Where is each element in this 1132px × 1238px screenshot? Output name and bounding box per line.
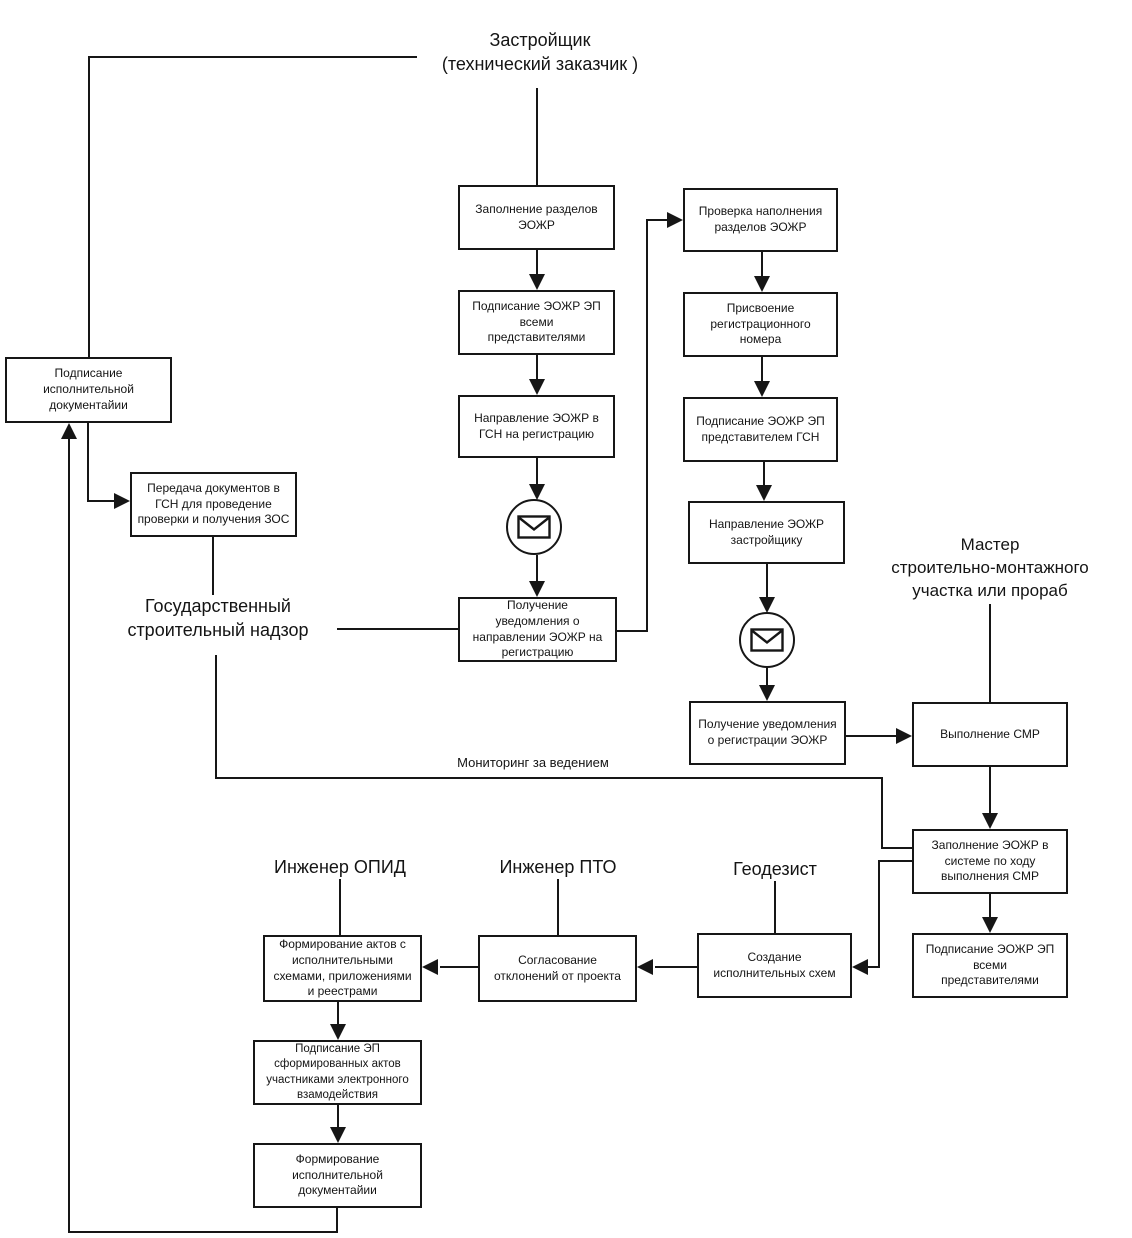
step-transfer-docs-gsn: Передача документов в ГСН для проведение… (130, 472, 297, 537)
arrowhead-b3-env1 (529, 484, 545, 500)
arrowhead-b2-b3 (529, 379, 545, 395)
arrowhead-b1-b2 (529, 274, 545, 290)
connector-d2-d3 (989, 894, 991, 919)
arrowhead-c5-d1 (896, 728, 912, 744)
arrowhead-c2-c3 (754, 381, 770, 397)
arrowhead-d2-d3 (982, 917, 998, 933)
step-fill-during-smr: Заполнение ЭОЖР в системе по ходу выполн… (912, 829, 1068, 894)
connector-d2-g1-1 (878, 860, 912, 862)
envelope-icon (517, 515, 551, 539)
connector-a2-to-gsn (212, 537, 214, 595)
step-notice-sent: Получение уведомления о направлении ЭОЖР… (458, 597, 617, 662)
actor-master-label: Мастер строительно-монтажного участка ил… (891, 535, 1089, 600)
connector-master-to-d1 (989, 604, 991, 702)
arrowhead-c4-env2 (759, 597, 775, 613)
connector-d2-g1-2 (878, 860, 880, 967)
connector-c2-c3 (761, 357, 763, 383)
envelope-icon (750, 628, 784, 652)
connector-developer-to-fillsections (536, 88, 538, 185)
arrowhead-c1-c2 (754, 276, 770, 292)
actor-pto-label: Инженер ПТО (499, 857, 617, 877)
connector-feedback-1 (336, 1208, 338, 1233)
connector-e2-e3 (337, 1105, 339, 1129)
connector-monitoring-1 (215, 655, 217, 779)
step-sign-gsn-rep: Подписание ЭОЖР ЭП представителем ГСН (683, 397, 838, 462)
connector-d1-d2 (989, 767, 991, 815)
arrowhead-e2-e3 (330, 1127, 346, 1143)
connector-monitoring-3 (881, 777, 883, 849)
connector-pto-to-f1 (557, 879, 559, 935)
actor-developer-label: Застройщик (технический заказчик ) (441, 30, 639, 75)
connector-b4-c1-3 (646, 219, 669, 221)
arrowhead-feedback (61, 423, 77, 439)
connector-a1-a2-2 (87, 500, 114, 502)
connector-feedback-2 (68, 1231, 338, 1233)
step-send-to-developer: Направление ЭОЖР застройщику (688, 501, 845, 564)
arrowhead-d1-d2 (982, 813, 998, 829)
arrowhead-f1-e1 (422, 959, 438, 975)
connector-b1-b2 (536, 250, 538, 276)
connector-env1-b4 (536, 555, 538, 583)
connector-a1-a2-1 (87, 423, 89, 502)
step-assign-number: Присвоение регистрационного номера (683, 292, 838, 357)
connector-b3-env1 (536, 458, 538, 486)
step-create-schemes: Создание исполнительных схем (697, 933, 852, 998)
connector-c3-c4 (763, 462, 765, 487)
step-sign-all-reps-2: Подписание ЭОЖР ЭП всеми представителями (912, 933, 1068, 998)
connector-e1-e2 (337, 1002, 339, 1026)
connector-monitoring-2 (215, 777, 883, 779)
connector-c4-env2 (766, 564, 768, 598)
arrowhead-env1-b4 (529, 581, 545, 597)
mail-node-1 (506, 499, 562, 555)
arrowhead-d2-g1 (852, 959, 868, 975)
step-agree-deviations: Согласование отклонений от проекта (478, 935, 637, 1002)
connector-monitoring-4 (881, 847, 912, 849)
connector-opid-to-e1 (339, 879, 341, 935)
connector-b2-b3 (536, 355, 538, 381)
step-form-acts: Формирование актов с исполнительными схе… (263, 935, 422, 1002)
arrowhead-a1-a2 (114, 493, 130, 509)
connector-b4-c1-1 (617, 630, 648, 632)
mail-node-2 (739, 612, 795, 668)
connector-developer-to-signexec-1 (88, 56, 417, 58)
arrowhead-env2-c5 (759, 685, 775, 701)
actor-opid-label: Инженер ОПИД (274, 857, 406, 877)
arrowhead-e1-e2 (330, 1024, 346, 1040)
actor-gsn-label: Государственный строительный надзор (127, 596, 309, 641)
step-sign-all-reps: Подписание ЭОЖР ЭП всеми представителями (458, 290, 615, 355)
connector-gsn-to-b4 (337, 628, 458, 630)
step-form-exec-docs: Формирование исполнительной документайии (253, 1143, 422, 1208)
connector-g1-f1 (655, 966, 697, 968)
step-perform-smr: Выполнение СМР (912, 702, 1068, 767)
arrowhead-g1-f1 (637, 959, 653, 975)
step-send-to-gsn: Направление ЭОЖР в ГСН на регистрацию (458, 395, 615, 458)
connector-b4-c1-2 (646, 219, 648, 632)
step-sign-exec-docs: Подписание исполнительной документайии (5, 357, 172, 423)
connector-geo-to-g1 (774, 881, 776, 933)
monitoring-label: Мониторинг за ведением (457, 755, 609, 770)
connector-d2-g1-3 (866, 966, 880, 968)
step-notice-registered: Получение уведомления о регистрации ЭОЖР (689, 701, 846, 765)
arrowhead-b4-c1 (667, 212, 683, 228)
connector-f1-e1 (440, 966, 478, 968)
actor-geodesist-label: Геодезист (733, 859, 817, 879)
arrowhead-c3-c4 (756, 485, 772, 501)
connector-env2-c5 (766, 668, 768, 686)
connector-c5-d1 (846, 735, 898, 737)
connector-feedback-3 (68, 437, 70, 1233)
step-check-sections: Проверка наполнения разделов ЭОЖР (683, 188, 838, 252)
step-fill-sections: Заполнение разделов ЭОЖР (458, 185, 615, 250)
step-sign-acts: Подписание ЭП сформированных актов участ… (253, 1040, 422, 1105)
connector-developer-to-signexec-2 (88, 56, 90, 357)
connector-c1-c2 (761, 252, 763, 278)
